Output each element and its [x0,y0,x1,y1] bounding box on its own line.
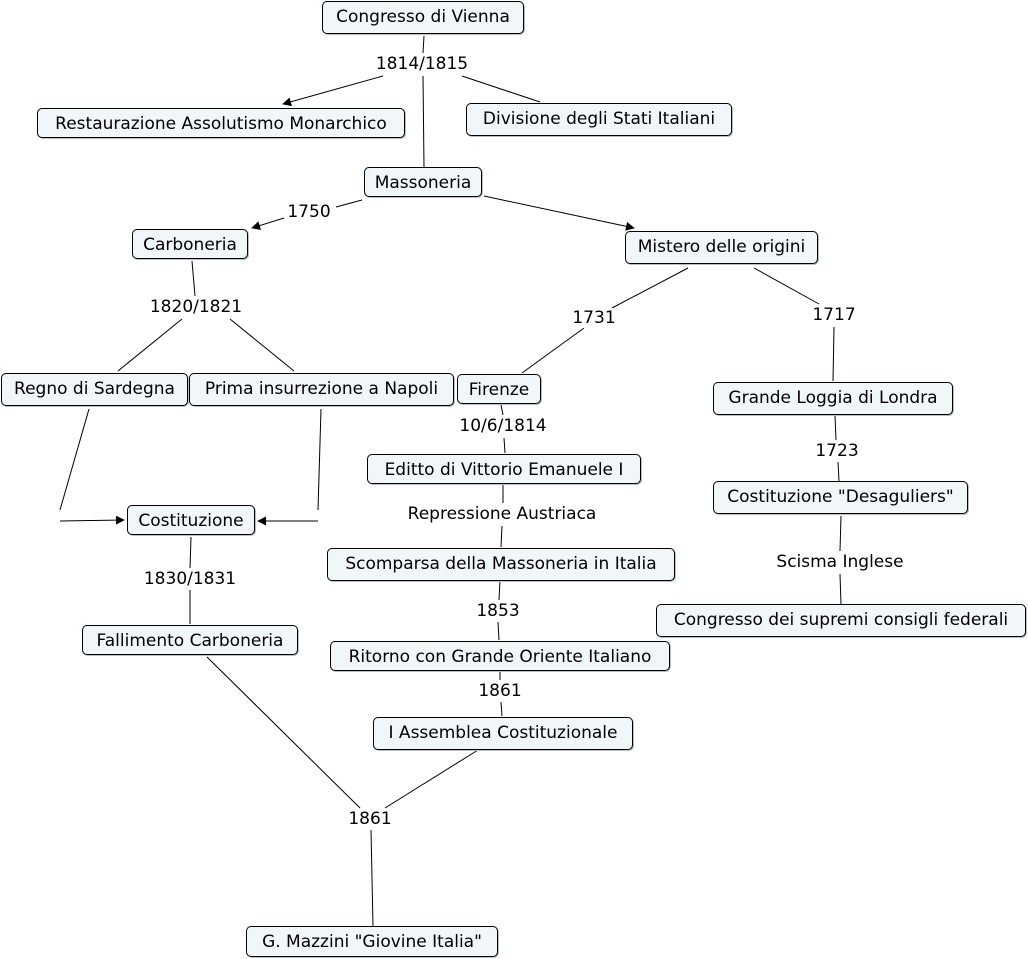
link-label-1820-1821: 1820/1821 [147,297,245,317]
link-label-scisma-inglese: Scisma Inglese [774,552,906,572]
link-date-editto [503,437,506,454]
link-carboneria-1820 [191,260,196,297]
node-prima-insurrezione-napoli[interactable]: Prima insurrezione a Napoli [189,373,454,406]
link-label-10-6-1814: 10/6/1814 [457,416,549,436]
node-editto-vittorio-emanuele[interactable]: Editto di Vittorio Emanuele I [367,454,641,484]
node-grande-loggia-londra[interactable]: Grande Loggia di Londra [713,382,953,415]
link-label-1830-1831: 1830/1831 [141,569,239,589]
link-fallimento-1861 [206,656,361,809]
link-label-1750: 1750 [285,202,333,222]
node-costituzione[interactable]: Costituzione [127,505,255,535]
node-mistero-origini[interactable]: Mistero delle origini [625,231,818,264]
link-1861-mazzini [370,829,374,927]
link-sardegna-costituzione-b [59,515,125,525]
link-label-1853: 1853 [474,601,522,621]
link-massoneria-1750 [335,199,363,208]
link-1820-sardegna [117,318,183,372]
link-desaguliers-scisma [839,515,842,552]
node-costituzione-desaguliers[interactable]: Costituzione "Desaguliers" [713,481,968,514]
node-mazzini-giovine-italia[interactable]: G. Mazzini "Giovine Italia" [246,926,498,957]
link-scisma-congresso [839,573,842,605]
link-label-1814-1815: 1814/1815 [373,54,471,74]
node-scomparsa-massoneria[interactable]: Scomparsa della Massoneria in Italia [327,548,675,581]
node-massoneria[interactable]: Massoneria [364,167,482,197]
node-assemblea-costituzionale[interactable]: I Assemblea Costituzionale [373,717,633,750]
node-regno-sardegna[interactable]: Regno di Sardegna [1,373,188,406]
link-label-1861-lower: 1861 [346,809,394,829]
link-1814-restaurazione [282,75,384,107]
link-firenze-date [500,404,504,416]
link-1750-carboneria [251,217,285,230]
node-congresso-di-vienna[interactable]: Congresso di Vienna [322,1,524,34]
link-repressione-scomparsa [500,525,503,548]
link-costituzione-1830 [189,536,192,569]
link-label-1731: 1731 [570,308,618,328]
link-1814-massoneria [422,75,425,168]
link-mistero-1717 [753,267,820,305]
node-restaurazione-assolutismo[interactable]: Restaurazione Assolutismo Monarchico [37,108,405,138]
link-scomparsa-1853 [498,579,501,601]
link-1820-napoli [229,318,295,372]
node-ritorno-grande-oriente[interactable]: Ritorno con Grande Oriente Italiano [330,641,670,671]
link-assemblea-1861 [384,749,479,809]
link-mistero-1731 [611,267,689,309]
node-firenze[interactable]: Firenze [457,374,541,404]
link-1723-desaguliers [837,461,840,482]
link-label-1861-upper: 1861 [476,681,524,701]
link-1814-divisione [461,75,541,103]
link-1731-firenze [521,327,585,374]
link-1853-ritorno [497,621,500,641]
link-napoli-costituzione-a [317,408,322,511]
link-vienna-1814 [422,35,425,54]
node-fallimento-carboneria[interactable]: Fallimento Carboneria [82,625,298,655]
link-label-1717: 1717 [810,305,858,325]
node-carboneria[interactable]: Carboneria [132,229,248,259]
link-massoneria-mistero [483,195,635,231]
link-label-repressione-austriaca: Repressione Austriaca [405,504,599,524]
link-1717-loggia [832,326,835,382]
link-loggia-1723 [834,415,837,441]
node-congresso-supremi-consigli[interactable]: Congresso dei supremi consigli federali [656,604,1026,637]
link-sardegna-costituzione-a [59,408,90,511]
link-1861-assemblea [500,701,503,717]
link-label-1723: 1723 [813,441,861,461]
node-divisione-stati-italiani[interactable]: Divisione degli Stati Italiani [466,103,732,136]
